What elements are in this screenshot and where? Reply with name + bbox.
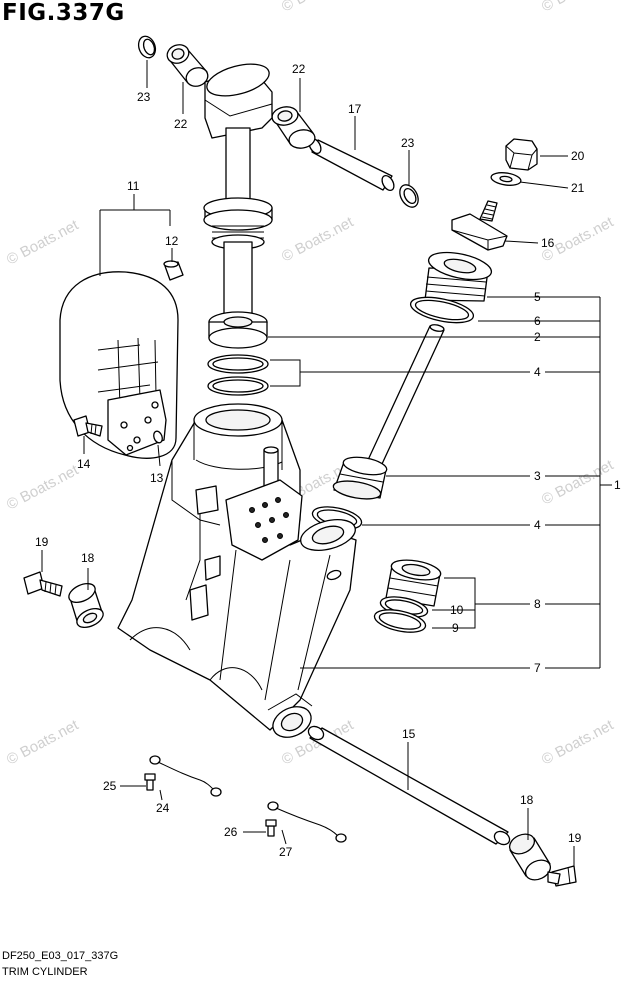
watermark: © Boats.net — [539, 716, 617, 768]
callout-1: 1 — [614, 478, 621, 492]
washer-part-21 — [490, 172, 522, 186]
callout-14: 14 — [77, 457, 91, 471]
piston-part-8 — [385, 559, 442, 607]
o-ring-part-6 — [409, 296, 475, 324]
callout-8: 8 — [534, 597, 541, 611]
callout-27: 27 — [279, 845, 293, 859]
bolt-part-19-left — [23, 571, 63, 597]
grommet-part-12 — [163, 260, 184, 281]
watermark: © Boats.net — [279, 0, 357, 16]
callout-labels: 23 22 22 17 23 20 21 16 11 12 13 14 5 6 … — [35, 62, 621, 859]
callout-24: 24 — [156, 801, 170, 815]
callout-10: 10 — [450, 603, 464, 617]
watermark: © Boats.net — [279, 213, 357, 265]
watermark: © Boats.net — [539, 456, 617, 508]
callout-12: 12 — [165, 234, 179, 248]
callout-7: 7 — [534, 661, 541, 675]
callout-4-upper: 4 — [534, 365, 541, 379]
drawing-name: TRIM CYLINDER — [2, 966, 88, 978]
callout-26: 26 — [224, 825, 238, 839]
callout-4-lower: 4 — [534, 518, 541, 532]
callout-2: 2 — [534, 330, 541, 344]
callout-5: 5 — [534, 290, 541, 304]
bolt-part-14 — [73, 415, 103, 437]
nut-part-20 — [505, 138, 538, 171]
piston-rod-part-3 — [332, 324, 445, 500]
callout-19-left: 19 — [35, 535, 49, 549]
callout-13: 13 — [150, 471, 164, 485]
cylinder-body-part-7 — [117, 403, 357, 738]
callout-22-left: 22 — [174, 117, 188, 131]
watermark: © Boats.net — [4, 216, 82, 268]
bushing-part-18-left — [68, 582, 104, 629]
manual-valve-part-16 — [451, 200, 508, 251]
o-ring-part-9 — [373, 609, 427, 633]
callout-16: 16 — [541, 236, 555, 250]
cover-part-11 — [59, 271, 179, 459]
callout-25: 25 — [103, 779, 117, 793]
ground-wire-part-24 — [144, 755, 222, 797]
snap-ring-part-23-right — [399, 184, 419, 208]
figure-title: FIG.337G — [2, 0, 125, 26]
callout-9: 9 — [452, 621, 459, 635]
watermark: © Boats.net — [4, 461, 82, 513]
watermark: © Boats.net — [4, 716, 82, 768]
callout-15: 15 — [402, 727, 416, 741]
o-ring-part-4-center — [207, 354, 269, 396]
callout-21: 21 — [571, 181, 585, 195]
bolt-part-19-right — [547, 865, 577, 887]
callout-20: 20 — [571, 149, 585, 163]
bushing-part-22-left — [166, 44, 209, 87]
watermark: © Boats.net — [539, 0, 617, 16]
ground-wire-part-27 — [265, 801, 347, 843]
callout-6: 6 — [534, 314, 541, 328]
callout-23-right: 23 — [401, 136, 415, 150]
snap-ring-part-23 — [137, 35, 157, 59]
callout-3: 3 — [534, 469, 541, 483]
bushing-part-18-right — [508, 833, 552, 881]
callout-11: 11 — [127, 179, 140, 193]
drawing-code: DF250_E03_017_337G — [2, 950, 119, 962]
pin-part-17 — [308, 137, 395, 192]
leader-lines — [41, 60, 612, 866]
callout-23-left: 23 — [137, 90, 151, 104]
callout-19-right: 19 — [568, 831, 582, 845]
washer-part-13 — [153, 430, 163, 444]
bushing-part-22-right — [271, 106, 316, 149]
tilt-rod-part-2 — [203, 63, 273, 349]
shaft-part-15 — [307, 725, 511, 846]
cylinder-cap-part-5 — [424, 251, 493, 302]
callout-17: 17 — [348, 102, 362, 116]
callout-18-left: 18 — [81, 551, 95, 565]
callout-22-right: 22 — [292, 62, 306, 76]
callout-18-right: 18 — [520, 793, 534, 807]
